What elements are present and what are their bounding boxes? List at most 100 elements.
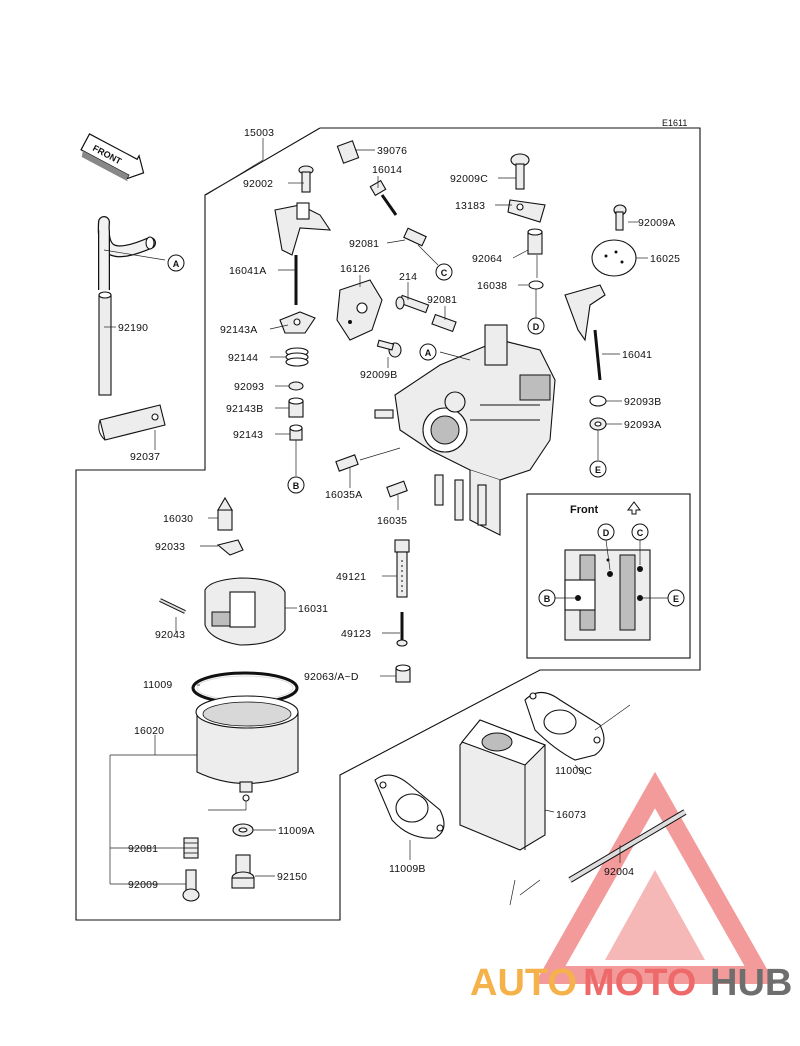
part-92009-screw [182, 869, 200, 902]
svg-text:C: C [441, 268, 448, 278]
part-39076-cap [336, 140, 360, 164]
part-92043-pin [159, 598, 186, 614]
label-92081-mid: 92081 [427, 294, 457, 306]
part-92093B-washer [589, 395, 607, 407]
callout-D-inset: D [597, 523, 615, 541]
front-arrow-icon [80, 133, 145, 182]
label-92144: 92144 [228, 352, 258, 364]
label-49121: 49121 [336, 571, 366, 583]
label-92093: 92093 [234, 381, 264, 393]
label-11009A: 11009A [278, 825, 315, 837]
label-92143A: 92143A [220, 324, 257, 336]
label-92002: 92002 [243, 178, 273, 190]
part-92143-collar [289, 424, 303, 441]
label-16126: 16126 [340, 263, 370, 275]
part-49121-emulsion-tube [394, 539, 410, 598]
label-92081-top: 92081 [349, 238, 379, 250]
part-11009C-gasket [524, 691, 605, 761]
svg-text:B: B [544, 594, 551, 604]
part-13183-bracket [507, 199, 546, 223]
label-92033: 92033 [155, 541, 185, 553]
watermark-logo-text: AUTO MOTO HUB [470, 962, 792, 1004]
part-92150-bolt [231, 854, 255, 889]
callout-A-body: A [419, 343, 437, 361]
part-92009A-screw [613, 204, 627, 231]
part-16030-float-valve [217, 496, 233, 531]
part-92081-spring-c [183, 837, 199, 859]
part-16041-lever [564, 284, 606, 381]
label-92143B: 92143B [226, 403, 263, 415]
part-16041A-lever [274, 202, 332, 305]
part-92143A-plate [279, 311, 316, 334]
label-92093A: 92093A [624, 419, 661, 431]
label-11009C: 11009C [555, 765, 592, 777]
label-92009A: 92009A [638, 217, 675, 229]
callout-E-inset: E [667, 589, 685, 607]
part-92033-clip [216, 539, 244, 556]
diagram-code: E1611 [662, 118, 687, 128]
label-92009C: 92009C [450, 173, 488, 185]
svg-text:MOTO: MOTO [583, 962, 696, 1004]
label-92009B: 92009B [360, 369, 397, 381]
callout-C-main: C [435, 263, 453, 281]
inset-front-label: Front [570, 504, 598, 516]
part-92093-washer [288, 381, 304, 391]
part-92064-plug [527, 228, 543, 255]
part-16035A-jet [335, 454, 359, 472]
part-92081-spring-a [403, 227, 427, 247]
label-49123: 49123 [341, 628, 371, 640]
label-16038: 16038 [477, 280, 507, 292]
part-92004-stud [568, 809, 687, 883]
part-92009B-screw [376, 339, 402, 358]
label-92190: 92190 [118, 322, 148, 334]
label-16030: 16030 [163, 513, 193, 525]
part-15003-carburetor-body [374, 324, 556, 536]
part-16038-ring [528, 280, 544, 290]
part-16031-float [204, 577, 286, 646]
svg-text:E: E [673, 594, 679, 604]
label-11009: 11009 [143, 679, 172, 691]
part-92093A-washer [589, 417, 607, 431]
svg-text:D: D [533, 322, 540, 332]
callout-D-main: D [527, 317, 545, 335]
label-16025: 16025 [650, 253, 680, 265]
label-11009B: 11009B [389, 863, 426, 875]
part-16025-diaphragm [591, 239, 637, 277]
label-39076: 39076 [377, 145, 407, 157]
part-49123-needle [396, 612, 408, 647]
part-11009A-gasket [232, 823, 254, 837]
label-92143: 92143 [233, 429, 263, 441]
label-92081-bottom: 92081 [128, 843, 158, 855]
svg-text:C: C [637, 528, 644, 538]
front-view-inset [564, 501, 651, 641]
label-16035: 16035 [377, 515, 407, 527]
part-16035-jet [386, 480, 408, 498]
label-92037: 92037 [130, 451, 160, 463]
part-92009C-screw [510, 153, 530, 190]
label-16041A: 16041A [229, 265, 266, 277]
label-92093B: 92093B [624, 396, 661, 408]
assembly-frame [75, 127, 701, 921]
callout-C-inset: C [631, 523, 649, 541]
label-16020: 16020 [134, 725, 164, 737]
part-16014-needle [369, 179, 398, 216]
part-92144-spring [285, 347, 309, 367]
svg-text:D: D [603, 528, 610, 538]
callout-A-main: A [167, 254, 185, 272]
label-16031: 16031 [298, 603, 328, 615]
part-92037-clamp [98, 404, 166, 441]
label-92004: 92004 [604, 866, 634, 878]
part-92143B-collar [288, 397, 304, 418]
label-13183: 13183 [455, 200, 485, 212]
callout-E-main: E [589, 460, 607, 478]
label-92009: 92009 [128, 879, 158, 891]
svg-text:A: A [425, 348, 432, 358]
label-16035A: 16035A [325, 489, 362, 501]
part-92081-spring-b [431, 313, 457, 333]
svg-text:A: A [173, 259, 180, 269]
part-labels: 15003 39076 16014 92002 92009C 13183 920… [118, 127, 680, 891]
part-16020-float-bowl [195, 695, 299, 802]
leader-lines [103, 138, 668, 906]
label-16014: 16014 [372, 164, 402, 176]
